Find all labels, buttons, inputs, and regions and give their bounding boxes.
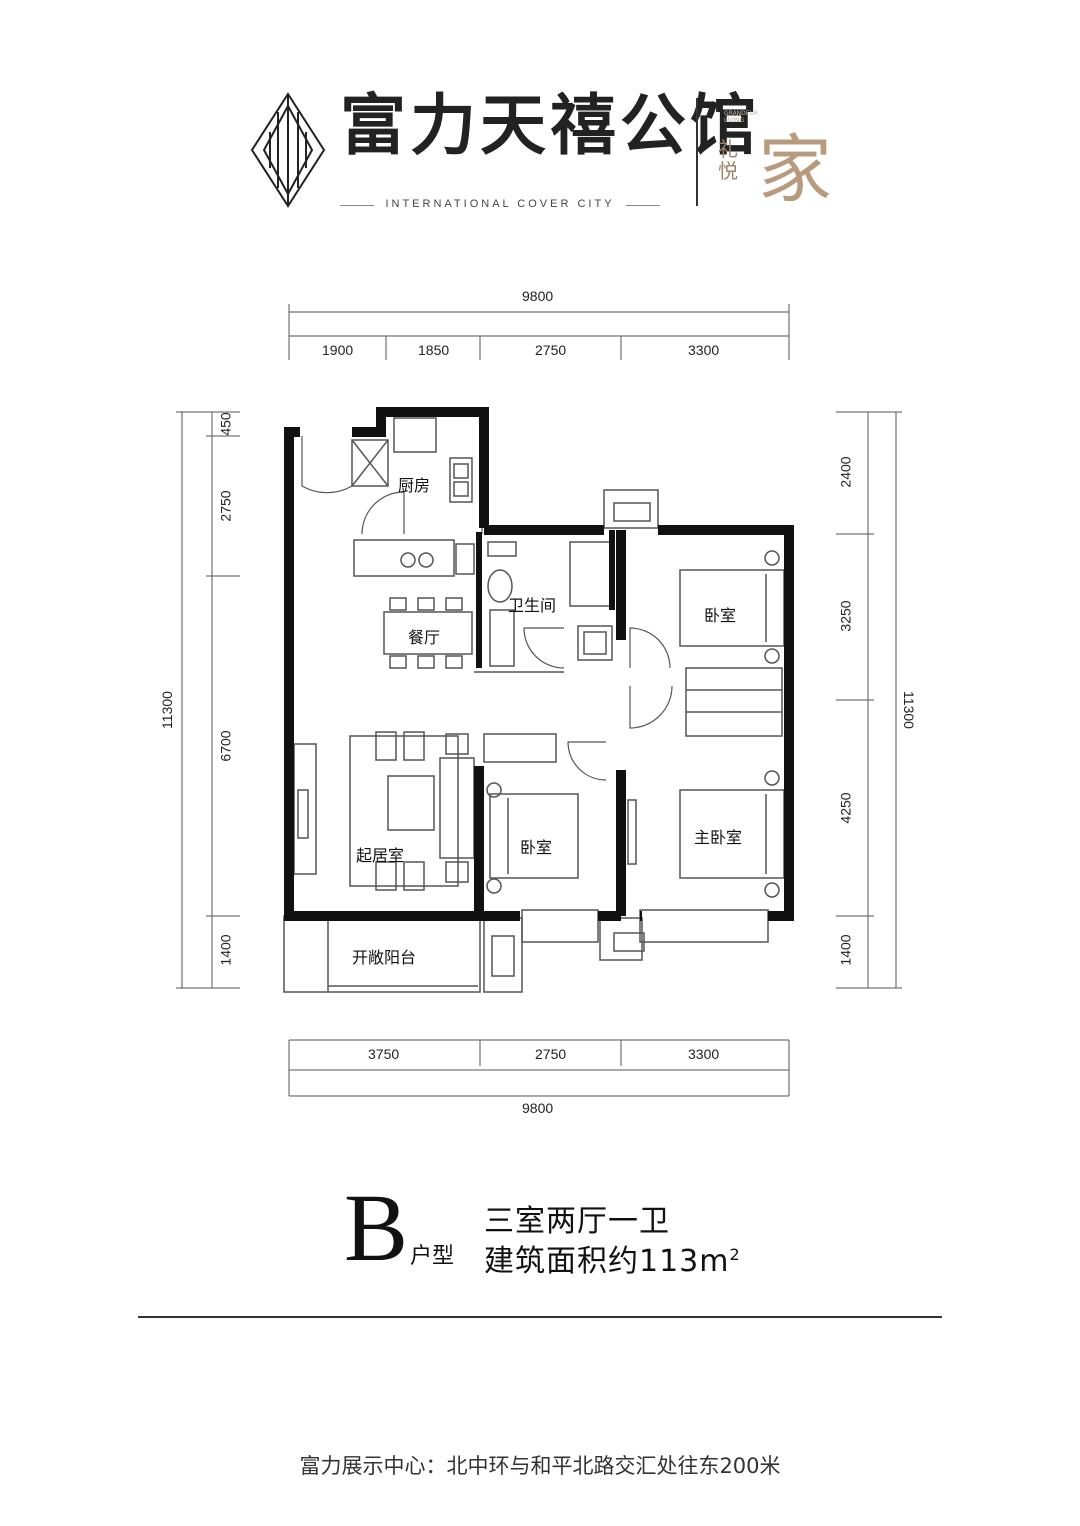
dimension-lines	[176, 304, 902, 1097]
dim-right-1: 2400	[837, 456, 854, 488]
room-living: 起居室	[356, 846, 405, 865]
dim-top-2: 1850	[418, 342, 450, 358]
room-kitchen: 厨房	[398, 476, 431, 495]
brand-separator	[696, 98, 698, 206]
brand-subtitle: INTERNATIONAL COVER CITY	[385, 198, 615, 210]
room-balcony: 开敞阳台	[352, 948, 417, 967]
dim-top-total: 9800	[522, 288, 554, 304]
exterior-walls	[284, 407, 794, 921]
dim-left-3: 6700	[217, 730, 234, 762]
unit-room-layout: 三室两厅一卫	[484, 1204, 670, 1239]
dim-top-1: 1900	[322, 342, 354, 358]
dim-bottom-2: 2750	[535, 1046, 567, 1062]
footer-address: 富力展示中心：北中环与和平北路交汇处往东200米	[299, 1454, 781, 1478]
thin-outlines	[283, 417, 785, 993]
dim-top-3: 2750	[535, 342, 567, 358]
dim-top-4: 3300	[688, 342, 720, 358]
door-swings	[301, 436, 673, 781]
room-bathroom: 卫生间	[508, 596, 557, 615]
seal-english-text: GRANDEUR LIVING	[724, 110, 759, 125]
dim-left-total: 11300	[158, 691, 175, 729]
unit-area-text: 建筑面积约113m	[484, 1244, 730, 1279]
room-bedroom-south: 卧室	[520, 838, 553, 857]
dim-right-total: 11300	[900, 691, 917, 729]
floor-plan	[176, 304, 902, 1097]
room-dining: 餐厅	[408, 628, 441, 647]
dim-right-3: 4250	[837, 792, 854, 824]
room-master-bedroom: 主卧室	[694, 828, 743, 847]
faceted-diamond-logo	[250, 92, 326, 208]
dim-bottom-1: 3750	[368, 1046, 400, 1062]
dim-bottom-total: 9800	[522, 1100, 554, 1116]
dim-left-1: 450	[217, 412, 234, 436]
brand-title: 富力天禧公馆	[340, 86, 760, 164]
seal-small-text: 礼悦	[718, 137, 738, 183]
dim-right-2: 3250	[837, 600, 854, 632]
dim-right-4: 1400	[837, 934, 854, 966]
unit-type-label: 户型	[410, 1244, 455, 1269]
unit-area: 建筑面积约113m2	[484, 1236, 741, 1280]
unit-type-letter: B	[344, 1174, 409, 1281]
unit-area-sup: 2	[729, 1245, 741, 1264]
subtitle-rule-left	[340, 205, 374, 206]
room-bedroom-north: 卧室	[704, 606, 737, 625]
subtitle-rule-right	[626, 205, 660, 206]
interior-walls	[476, 530, 615, 668]
seal-big-character: 家	[758, 127, 832, 213]
dim-bottom-3: 3300	[688, 1046, 720, 1062]
dim-left-2: 2750	[217, 490, 234, 522]
footer-divider	[138, 1316, 942, 1318]
dim-left-4: 1400	[217, 934, 234, 966]
